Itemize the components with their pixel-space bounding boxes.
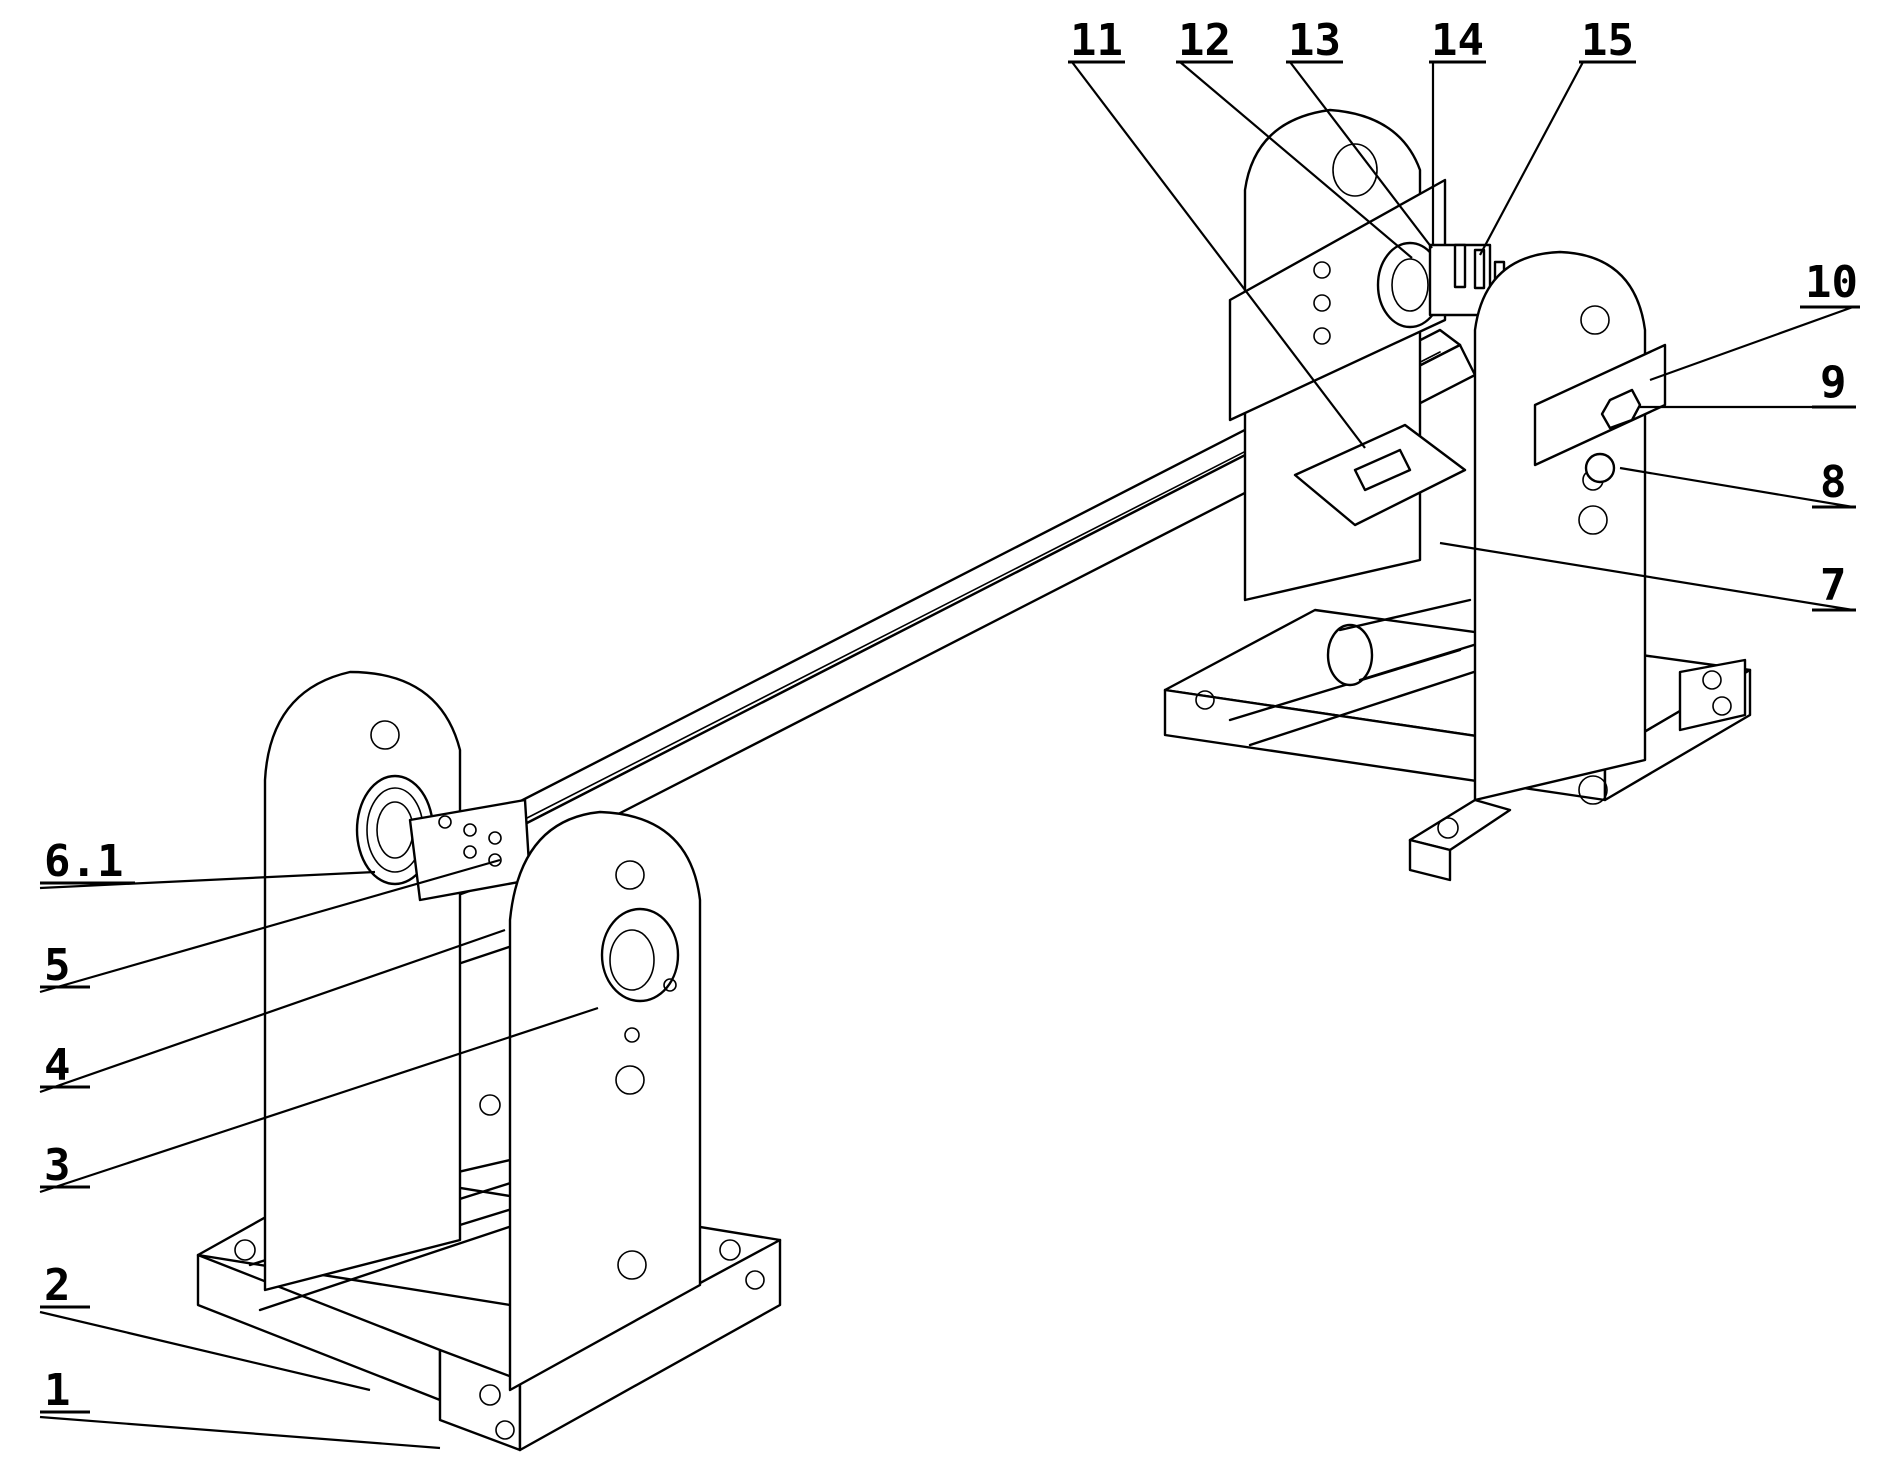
callout-15: 15 [1581,15,1634,66]
connecting-beam [423,328,1477,892]
callout-1: 1 [44,1365,71,1416]
callout-4: 4 [44,1040,71,1091]
callout-11: 11 [1070,15,1123,66]
callout-5: 5 [44,940,71,991]
callout-13: 13 [1288,15,1341,66]
callout-14: 14 [1431,15,1484,66]
leader-lines [39,61,1854,1450]
left-support-stand [196,670,782,1452]
callout-12: 12 [1178,15,1231,66]
right-support-stand [1163,108,1752,882]
callout-2: 2 [44,1260,71,1311]
callout-8: 8 [1820,457,1847,508]
callout-6-1: 6.1 [44,836,123,887]
callout-3: 3 [44,1140,71,1191]
callout-9: 9 [1820,357,1847,408]
callout-10: 10 [1805,257,1858,308]
callout-labels: 1 2 3 4 5 6.1 7 8 9 10 11 12 13 14 15 [40,15,1860,1416]
callout-7: 7 [1820,560,1847,611]
